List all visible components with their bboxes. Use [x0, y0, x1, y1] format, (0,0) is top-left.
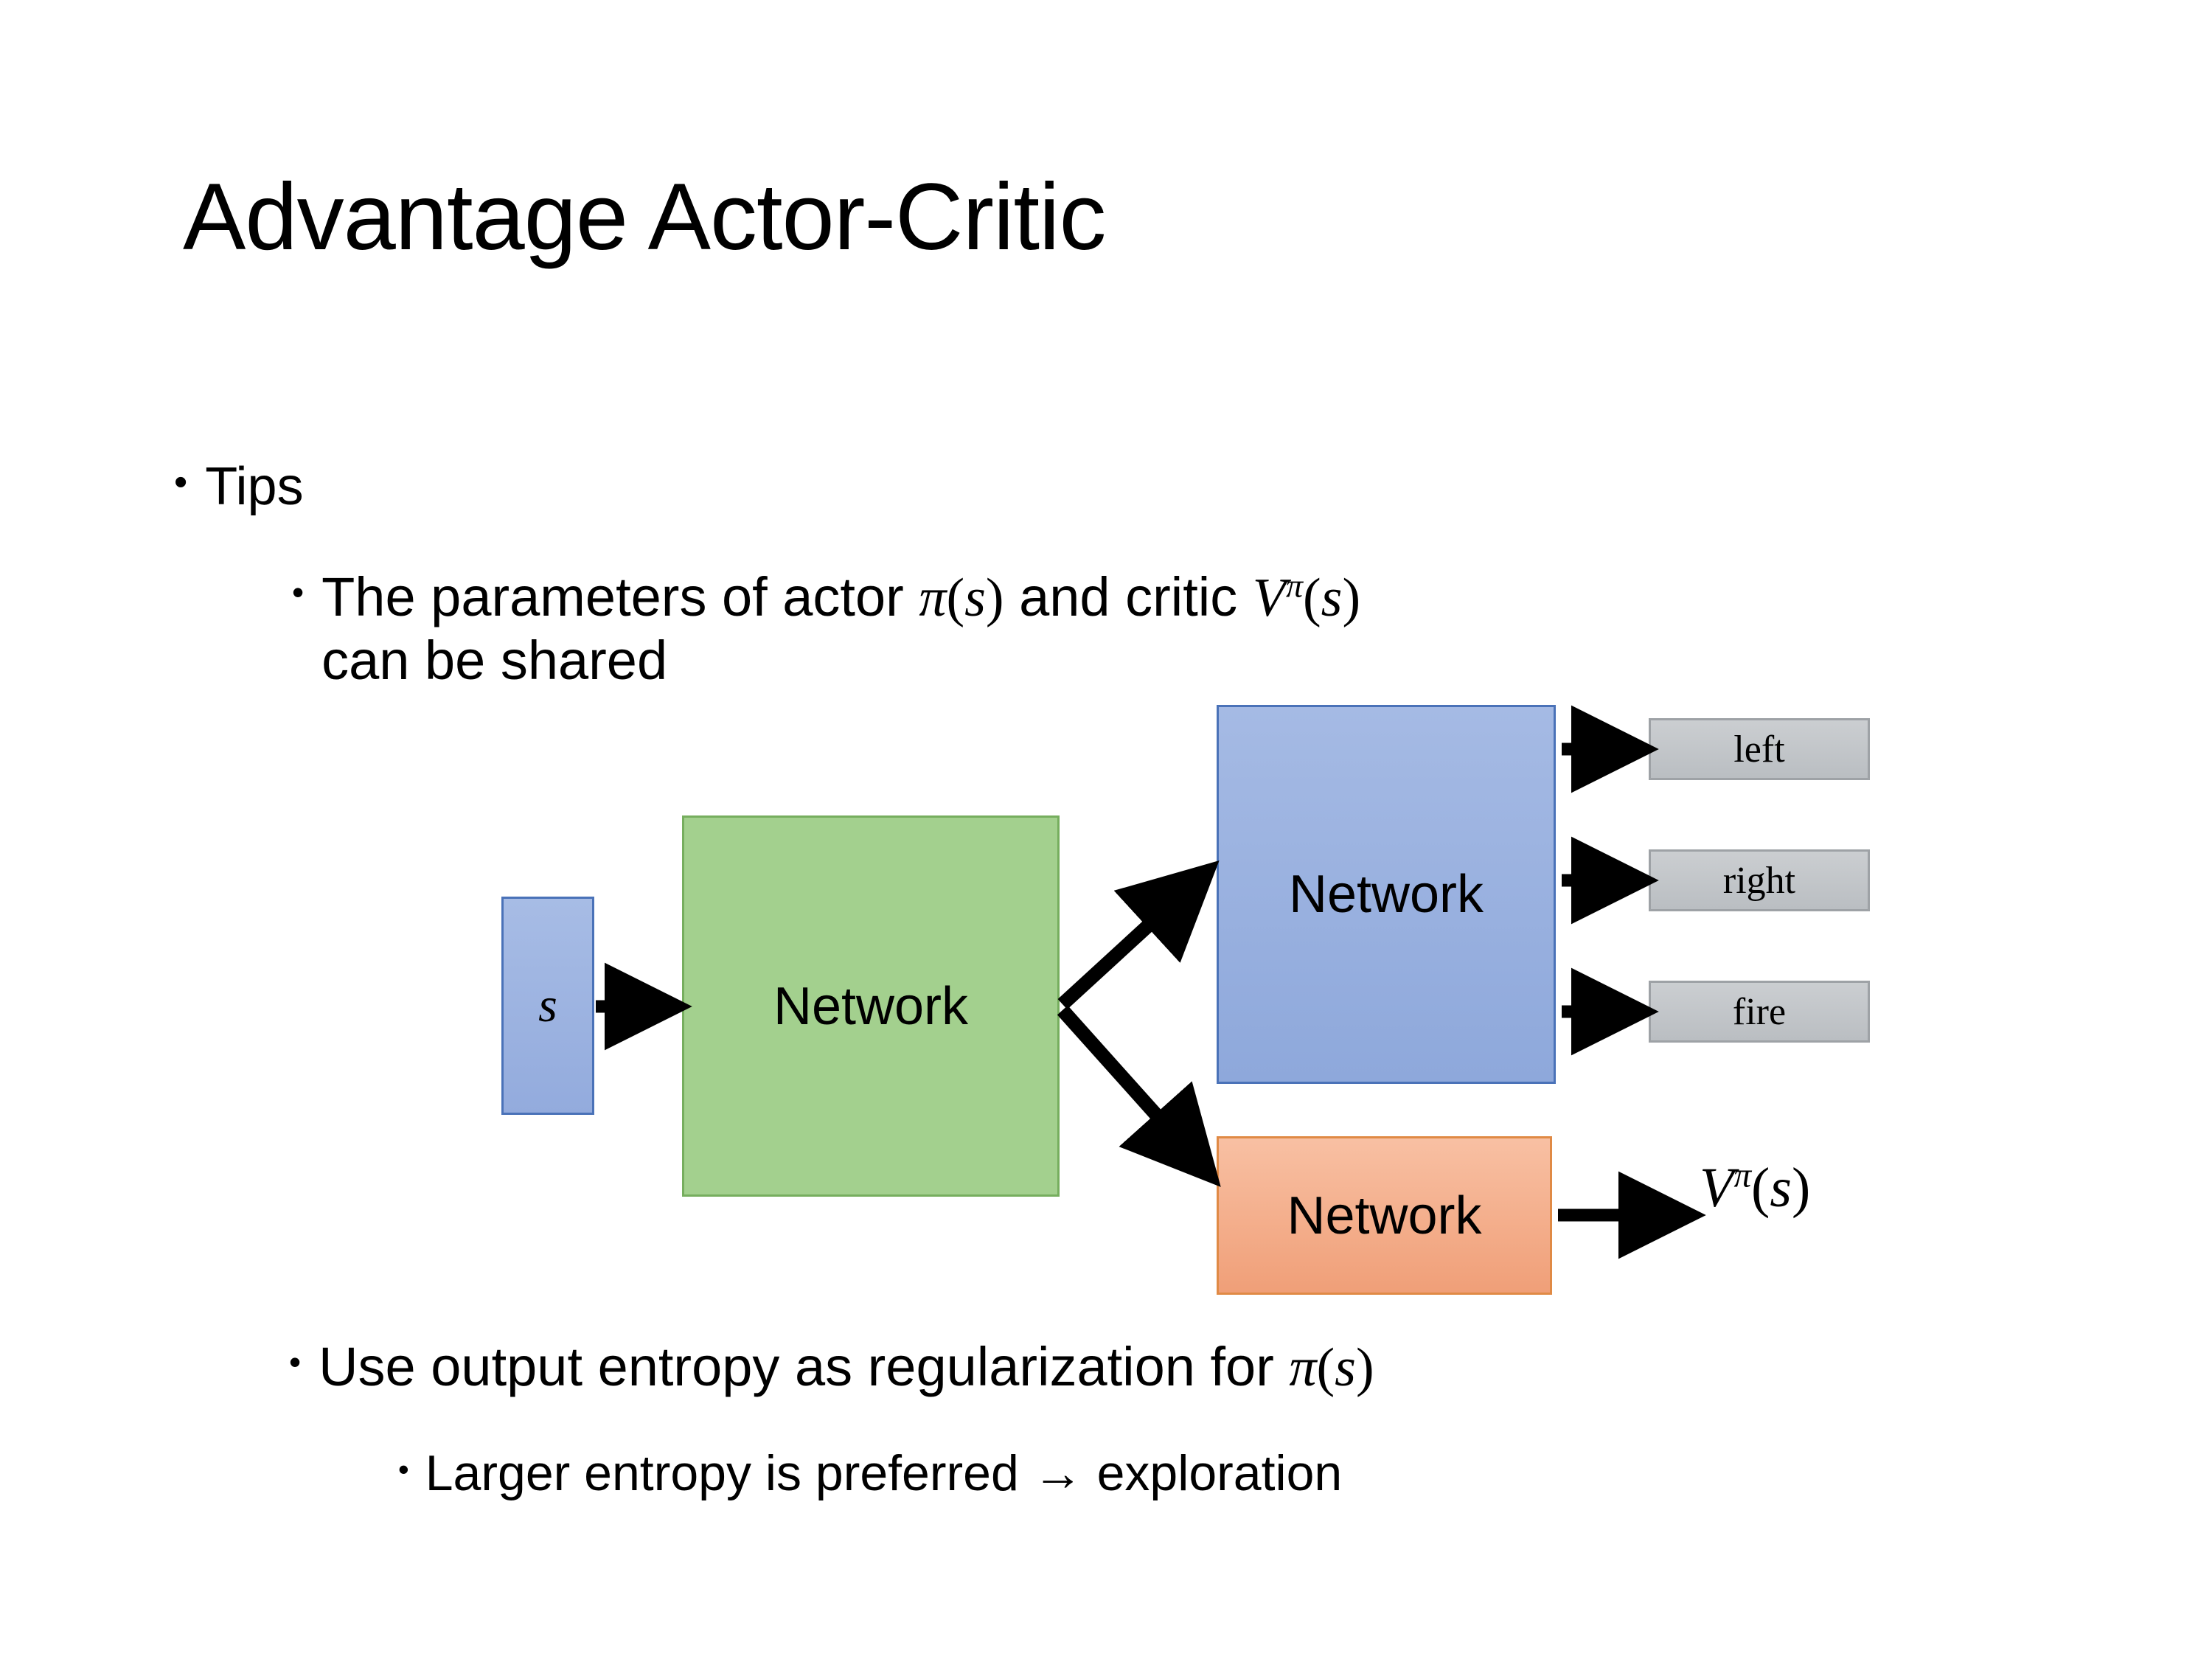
bullet-glyph: • [174, 461, 188, 504]
action-output-fire-label: fire [1732, 990, 1787, 1033]
bullet-shared-text: The parameters of actor π(s) and critic … [321, 566, 1360, 691]
math-v-pi-of-s: Vπ(s) [1252, 566, 1361, 628]
shared-text-mid: and critic [1004, 566, 1253, 627]
bullet-entropy-text: Use output entropy as regularization for… [319, 1336, 1374, 1399]
action-output-left-label: left [1733, 728, 1785, 771]
action-output-fire: fire [1649, 981, 1870, 1043]
bullet-glyph: • [289, 1343, 302, 1381]
shared-text-after: can be shared [321, 629, 668, 691]
action-output-right: right [1649, 849, 1870, 911]
state-input-label: s [538, 978, 557, 1032]
math-pi-of-s-2: π(s) [1289, 1338, 1374, 1398]
critic-network-box: Network [1217, 1136, 1552, 1295]
action-output-right-label: right [1722, 859, 1796, 902]
bullet-glyph: • [292, 573, 305, 611]
arrow-shared-to-actor [1057, 860, 1220, 1010]
bullet-larger-label: Larger entropy is preferred → exploratio… [425, 1445, 1343, 1501]
shared-network-label: Network [773, 976, 969, 1036]
shared-text-before: The parameters of actor [321, 566, 919, 627]
math-pi-of-s-1: π(s) [919, 568, 1004, 628]
action-output-left: left [1649, 718, 1870, 780]
critic-output-label: Vπ(s) [1700, 1156, 1811, 1219]
bullet-tips: • Tips [174, 457, 304, 517]
actor-network-label: Network [1288, 865, 1484, 924]
state-input-box: s [501, 897, 594, 1115]
shared-network-box: Network [682, 815, 1060, 1197]
actor-network-box: Network [1217, 705, 1556, 1084]
bullet-entropy-regularization: • Use output entropy as regularization f… [289, 1336, 2059, 1399]
bullet-larger-entropy: • Larger entropy is preferred → explorat… [398, 1445, 2094, 1502]
page-title: Advantage Actor-Critic [183, 164, 1106, 270]
entropy-text-before: Use output entropy as regularization for [319, 1336, 1290, 1397]
critic-network-label: Network [1287, 1186, 1482, 1245]
bullet-shared-parameters: • The parameters of actor π(s) and criti… [292, 566, 2062, 691]
bullet-tips-label: Tips [205, 457, 304, 516]
arrow-shared-to-critic [1057, 1005, 1221, 1187]
bullet-glyph: • [398, 1452, 409, 1486]
